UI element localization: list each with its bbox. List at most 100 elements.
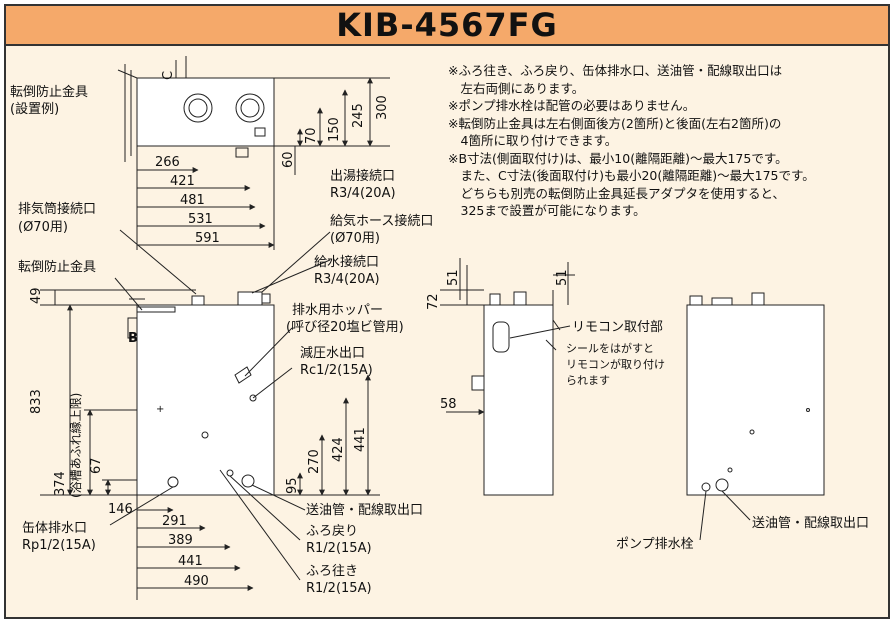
dim-291: 291 (162, 514, 187, 529)
note-line: ※ふろ往き、ふろ戻り、缶体排水口、送油管・配線取出口は (448, 63, 783, 78)
dim-67: 67 (89, 457, 104, 474)
side-view (440, 258, 575, 496)
dim-421: 421 (170, 174, 195, 189)
remote-note-3: られます (566, 374, 610, 387)
title-bar: KIB-4567FG (6, 6, 888, 46)
dim-266: 266 (155, 155, 180, 170)
remote-label: リモコン取付部 (572, 320, 663, 335)
dim-424: 424 (331, 437, 346, 462)
remote-mount (492, 321, 510, 353)
dim-51-right: 51 (555, 269, 570, 286)
dim-833: 833 (29, 389, 44, 414)
exhaust-port-top (183, 93, 213, 123)
bath-supply-label: ふろ往き (306, 564, 358, 579)
notes-block: ※ふろ往き、ふろ戻り、缶体排水口、送油管・配線取出口は 左右両側にあります。 ※… (448, 62, 888, 220)
note-line: 325まで設置が可能になります。 (448, 203, 646, 218)
bath-return-label: ふろ戻り (306, 524, 358, 539)
bath-supply-size: R1/2(15A) (306, 581, 372, 596)
back-view (686, 292, 825, 541)
bracket-front (136, 306, 176, 313)
hopper-label: 排水用ホッパー (292, 303, 383, 318)
pressure-outlet (249, 394, 257, 402)
hopper-size: (呼び径20塩ビ管用) (286, 320, 404, 335)
hot-outlet-label: 出湯接続口 (330, 168, 395, 184)
dim-490: 490 (184, 574, 209, 589)
dim-389: 389 (168, 533, 193, 548)
intake-hose-size: (Ø70用) (330, 231, 380, 246)
water-inlet-label: 給水接続口 (314, 254, 379, 270)
intake-stub (237, 291, 263, 306)
remote-note-1: シールをはがすと (566, 341, 654, 355)
top-view (117, 56, 390, 250)
exhaust-stub (191, 295, 205, 306)
dim-95: 95 (285, 477, 300, 494)
hot-outlet-size: R3/4(20A) (330, 186, 396, 201)
remote-note-2: リモコンが取り付け (566, 357, 665, 371)
note-line: ※B寸法(側面取付け)は、最小10(離隔距離)〜最大175です。 (448, 150, 788, 166)
tip-bracket-example: (設置例) (10, 101, 59, 117)
note-line: 左右両側にあります。 (448, 80, 585, 96)
front-view: + (40, 229, 380, 600)
dim-300: 300 (375, 95, 390, 120)
dim-591: 591 (195, 231, 220, 246)
dim-245: 245 (351, 103, 366, 128)
dim-60: 60 (281, 151, 296, 168)
dim-441-v: 441 (353, 427, 368, 452)
exhaust-size: (Ø70用) (18, 220, 68, 235)
intake-port-top (235, 93, 265, 123)
note-line: また、C寸法(後面取付け)も最小20(離隔距離)〜最大175です。 (448, 168, 815, 183)
dim-51-left: 51 (446, 269, 461, 286)
note-line: どちらも別売の転倒防止金具延長アダプタを使用すると、 (448, 185, 786, 201)
dim-72: 72 (426, 293, 441, 310)
exhaust-label: 排気筒接続口 (18, 201, 96, 217)
dim-441: 441 (178, 554, 203, 569)
top-view-dim-labels: 266 421 481 531 591 60 70 150 245 300 C … (10, 71, 390, 246)
model-title: KIB-4567FG (336, 6, 558, 44)
oil-pipe-label: 送油管・配線取出口 (306, 502, 423, 518)
tank-drain (167, 476, 179, 488)
note-line: 4箇所に取り付けできます。 (448, 133, 618, 148)
back-oil-pipe-port (715, 478, 729, 492)
dim-70: 70 (304, 127, 319, 144)
back-oil-pipe-label: 送油管・配線取出口 (752, 515, 869, 531)
back-view-labels: ポンプ排水栓 送油管・配線取出口 (616, 515, 869, 552)
tank-drain-label: 缶体排水口 (22, 521, 87, 536)
front-view-labels: 49 833 374 (浴槽あふれ縁上限) 67 146 291 389 441… (18, 168, 433, 596)
dim-150: 150 (327, 117, 342, 142)
tip-bracket-label: 転倒防止金具 (10, 84, 88, 100)
bath-return-size: R1/2(15A) (306, 541, 372, 556)
pump-drain-plug (701, 482, 711, 492)
front-view-body (136, 304, 275, 496)
dim-374: 374 (53, 471, 68, 496)
drain-plug-front (201, 431, 209, 439)
dim-270: 270 (307, 449, 322, 474)
dim-531: 531 (188, 212, 213, 227)
dim-481: 481 (180, 193, 205, 208)
side-view-labels: 51 72 51 58 リモコン取付部 シールをはがすと リモコンが取り付け ら… (426, 269, 665, 412)
dim-58: 58 (440, 397, 457, 412)
dim-374-note: (浴槽あふれ縁上限) (68, 393, 83, 498)
dim-c: C (161, 71, 176, 80)
bracket-label: 転倒防止金具 (18, 259, 96, 275)
pressure-label: 減圧水出口 (300, 345, 365, 361)
note-line: ※転倒防止金具は左右側面後方(2箇所)と後面(左右2箇所)の (448, 115, 782, 131)
intake-hose-label: 給気ホース接続口 (330, 213, 433, 229)
back-view-body (686, 304, 825, 496)
tank-drain-size: Rp1/2(15A) (22, 538, 96, 553)
dim-49: 49 (29, 287, 44, 304)
fitting-top (254, 127, 266, 137)
oil-pipe-port (241, 474, 255, 488)
b-dim-box (127, 317, 138, 339)
dim-b: B (128, 331, 138, 346)
dim-146: 146 (108, 502, 133, 517)
note-line: ※ポンプ排水栓は配管の必要はありません。 (448, 98, 696, 113)
pressure-size: Rc1/2(15A) (300, 363, 373, 378)
pump-drain-label: ポンプ排水栓 (616, 537, 694, 552)
tip-bracket-line (117, 69, 138, 79)
drain-hopper (234, 366, 252, 384)
water-inlet-size: R3/4(20A) (314, 272, 380, 287)
svg-text:+: + (156, 404, 164, 415)
drain-fitting-top (235, 147, 249, 158)
